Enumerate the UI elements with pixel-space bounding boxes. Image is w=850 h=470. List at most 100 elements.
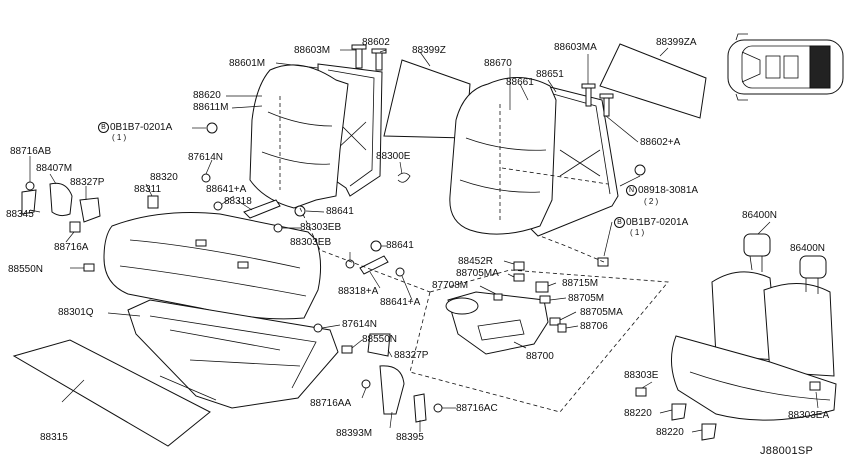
part-88452R xyxy=(513,261,525,271)
bracket-88318 xyxy=(243,199,281,219)
label-88700: 88700 xyxy=(526,351,554,362)
bracket-88318A xyxy=(359,255,389,275)
label-88303E: 88303E xyxy=(624,370,659,381)
label-88705M: 88705M xyxy=(568,293,605,304)
label-88550N-left: 88550N xyxy=(8,264,44,275)
cover-88393M xyxy=(379,365,405,415)
nut-symbol-icon: N xyxy=(626,185,637,196)
label-0B1B7-0201A-right-qty: ( 1 ) xyxy=(630,228,645,237)
label-88318: 88318 xyxy=(224,196,252,207)
label-88716AC: 88716AC xyxy=(456,403,498,414)
bolt-symbol-icon: B xyxy=(98,122,109,133)
label-88301Q: 88301Q xyxy=(58,307,94,318)
seat-cushion-left xyxy=(103,212,322,320)
part-87708M xyxy=(493,293,503,301)
grommet-88641A-mid xyxy=(395,267,405,277)
label-88399Z: 88399Z xyxy=(412,45,446,56)
label-88320: 88320 xyxy=(150,172,178,183)
cover-88220-a xyxy=(671,403,687,421)
seat-back-right-pad xyxy=(449,76,609,235)
cover-88220-b xyxy=(701,423,717,441)
vehicle-locator-icon xyxy=(727,33,844,101)
bolt-88303EA xyxy=(809,381,821,391)
grommet-88641-top xyxy=(294,205,306,217)
label-88620: 88620 xyxy=(193,90,221,101)
label-88452R: 88452R xyxy=(458,256,494,267)
label-88716AA: 88716AA xyxy=(310,398,352,409)
label-88641-top: 88641 xyxy=(326,206,354,217)
diagram-reference-code: J88001SP xyxy=(760,445,814,457)
label-88393M: 88393M xyxy=(336,428,373,439)
label-88705MA-top: 88705MA xyxy=(456,268,499,279)
label-08918-3081A-text: 08918-3081A xyxy=(638,185,699,196)
label-88603M: 88603M xyxy=(294,45,331,56)
clip-87614N-top xyxy=(201,173,211,183)
label-86400N-b: 86400N xyxy=(790,243,826,254)
bolt-88550N-low xyxy=(341,345,353,354)
label-88220-a: 88220 xyxy=(624,408,652,419)
label-88345: 88345 xyxy=(6,209,34,220)
label-88399ZA: 88399ZA xyxy=(656,37,697,48)
label-0B1B7-0201A-left-text: 0B1B7-0201A xyxy=(110,122,173,133)
bracket-88311 xyxy=(147,195,159,209)
label-88651: 88651 xyxy=(536,69,564,80)
trim-88395 xyxy=(413,393,427,423)
label-88327P-left: 88327P xyxy=(70,177,105,188)
bolt-88303E xyxy=(635,387,647,397)
label-87614N-top: 87614N xyxy=(188,152,224,163)
label-88641+A-top: 88641+A xyxy=(206,184,247,195)
label-88601M: 88601M xyxy=(229,58,266,69)
bolt-88303EB-top xyxy=(273,223,283,233)
label-88603MA: 88603MA xyxy=(554,42,597,53)
label-88641+A-mid: 88641+A xyxy=(380,297,421,308)
label-08918-3081A-qty: ( 2 ) xyxy=(644,197,659,206)
upper-left-bolts xyxy=(351,44,387,71)
label-88407M: 88407M xyxy=(36,163,73,174)
label-88327P-low: 88327P xyxy=(394,350,429,361)
clip-88300E xyxy=(397,172,411,183)
label-88716AB: 88716AB xyxy=(10,146,52,157)
armrest-boundary xyxy=(409,269,669,413)
label-87708M: 87708M xyxy=(432,280,469,291)
label-0B1B7-0201A-left-qty: ( 1 ) xyxy=(112,133,127,142)
label-88706: 88706 xyxy=(580,321,608,332)
label-88303EB-top: 88303EB xyxy=(300,222,342,233)
label-88311: 88311 xyxy=(134,184,162,195)
label-88716A: 88716A xyxy=(54,242,89,253)
trim-88327P-low xyxy=(367,333,391,357)
trim-88327P-left xyxy=(79,197,101,223)
trim-88345 xyxy=(21,189,37,215)
label-88670: 88670 xyxy=(484,58,512,69)
label-88300E: 88300E xyxy=(376,151,411,162)
label-88641-mid: 88641 xyxy=(386,240,414,251)
label-88602+A: 88602+A xyxy=(640,137,681,148)
clip-88716AB xyxy=(25,181,35,191)
label-88550N-low: 88550N xyxy=(362,334,398,345)
part-88705M xyxy=(539,295,551,304)
label-88661: 88661 xyxy=(506,77,534,88)
leader-lines xyxy=(29,47,819,433)
floor-mat-88315 xyxy=(12,339,211,447)
label-88705MA-low: 88705MA xyxy=(580,307,623,318)
clip-88716AC xyxy=(433,403,443,413)
label-88315: 88315 xyxy=(40,432,68,443)
label-88602: 88602 xyxy=(362,37,390,48)
label-88303EB-mid: 88303EB xyxy=(290,237,332,248)
bolt-symbol-icon-right: B xyxy=(614,217,625,228)
label-0B1B7-0201A-right-text: 0B1B7-0201A xyxy=(626,217,689,228)
grommet-88641-mid xyxy=(370,240,382,252)
part-88705MA-low xyxy=(549,317,561,326)
part-88715M xyxy=(535,281,549,293)
label-88395: 88395 xyxy=(396,432,424,443)
armrest-console xyxy=(445,291,549,355)
label-88318+A: 88318+A xyxy=(338,286,379,297)
label-88303EA: 88303EA xyxy=(788,410,830,421)
back-board-right xyxy=(599,43,707,119)
bolt-88550N-left xyxy=(83,263,95,272)
grommet-88641A-top xyxy=(213,201,223,211)
seat-back-left-pad xyxy=(249,64,349,209)
clip-87614N-low xyxy=(313,323,323,333)
